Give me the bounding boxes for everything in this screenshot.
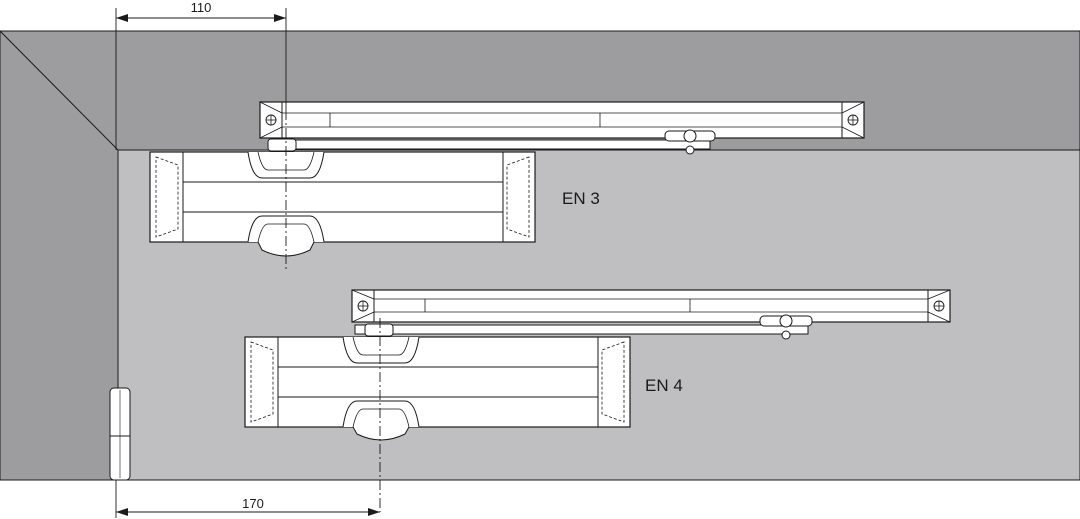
door-hinge bbox=[109, 387, 131, 481]
en3-arm bbox=[267, 129, 716, 155]
en4-closer-body bbox=[244, 336, 631, 441]
en3-closer-body bbox=[149, 151, 536, 257]
dimension-bottom bbox=[115, 480, 380, 518]
en3-slide-rail bbox=[259, 101, 865, 139]
en4-slide-rail bbox=[351, 289, 951, 323]
frame-corner-line bbox=[0, 30, 119, 151]
dimension-top bbox=[115, 8, 287, 150]
dimension-top-label: 110 bbox=[191, 0, 212, 15]
en4-arm bbox=[354, 314, 813, 340]
en3-label: EN 3 bbox=[562, 189, 600, 208]
dimension-bottom-label: 170 bbox=[242, 496, 264, 511]
en4-label: EN 4 bbox=[645, 376, 683, 395]
